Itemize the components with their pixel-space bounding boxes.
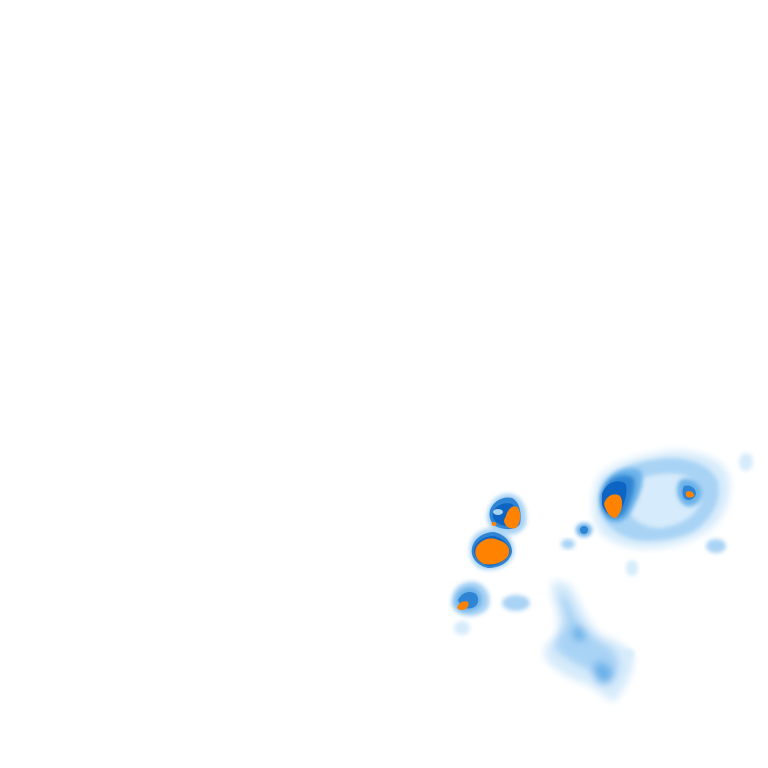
fragment-4 (706, 539, 726, 553)
east-ring-peak-east (686, 491, 694, 498)
fragment-5 (739, 453, 753, 471)
north-center-hole (493, 509, 503, 515)
fragment-3 (626, 560, 638, 576)
south-west-peak (457, 601, 469, 610)
south-band-light (555, 592, 619, 679)
north-center-peak (504, 506, 521, 529)
south-band-medium-2 (572, 625, 586, 642)
cell-south-west (451, 581, 490, 616)
east-ring-tail-strong (580, 526, 588, 534)
cell-north-center (486, 493, 527, 535)
cell-south-band-fragments (454, 453, 753, 659)
south-band-medium (593, 661, 614, 684)
main-peak (475, 538, 510, 565)
cell-main (469, 528, 514, 570)
cell-east-ring (561, 450, 730, 549)
east-ring-peak-west (604, 494, 623, 518)
fragment-2 (454, 621, 470, 635)
north-center-peak-small (491, 522, 497, 526)
fragment-1 (502, 595, 530, 611)
fragment-6 (622, 649, 634, 659)
east-ring-tail-light (561, 539, 575, 549)
cell-south-band (544, 581, 634, 702)
